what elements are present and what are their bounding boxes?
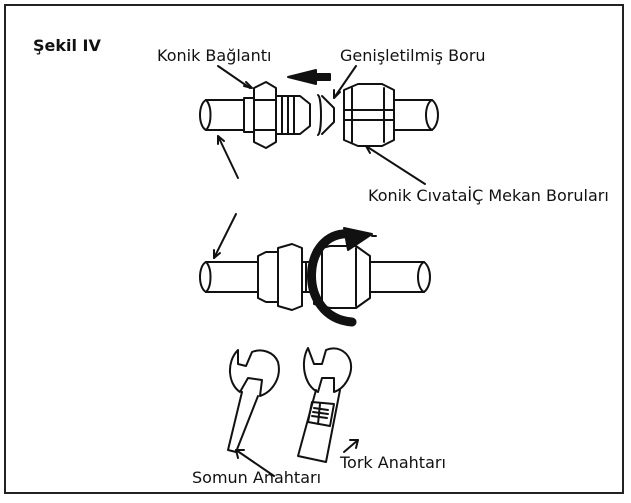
leader-nut-wrench bbox=[235, 449, 275, 477]
leader-pipe-middle bbox=[213, 213, 237, 259]
assembled-union bbox=[257, 243, 315, 311]
label-nut-wrench: Somun Anahtarı bbox=[192, 468, 322, 487]
leader-flare-nut bbox=[365, 145, 426, 185]
right-pipe-middle bbox=[369, 261, 431, 293]
label-flare-connection: Konik Bağlantı bbox=[157, 46, 272, 65]
leader-pipe-top bbox=[217, 135, 239, 179]
rotation-arrow bbox=[307, 227, 373, 327]
label-expanded-pipe: Genişletilmiş Boru bbox=[340, 46, 486, 65]
flare-nut bbox=[343, 83, 395, 147]
direction-arrow bbox=[287, 69, 331, 85]
leader-expanded-pipe bbox=[333, 65, 357, 99]
right-pipe-top bbox=[393, 99, 439, 131]
label-flare-nut-pipes: Konik CıvataİÇ Mekan Boruları bbox=[368, 186, 609, 205]
left-pipe-middle bbox=[199, 261, 259, 293]
flare-union-fitting bbox=[243, 81, 311, 149]
expanded-pipe-flare bbox=[317, 94, 335, 136]
label-torque-wrench: Tork Anahtarı bbox=[340, 453, 446, 472]
left-pipe-top bbox=[199, 99, 245, 131]
leader-flare-connection bbox=[217, 65, 251, 89]
nut-wrench bbox=[227, 349, 280, 453]
assembled-flare-nut bbox=[313, 245, 371, 309]
torque-wrench bbox=[297, 347, 352, 463]
leader-torque-wrench bbox=[343, 439, 359, 453]
figure-title: Şekil IV bbox=[33, 36, 101, 55]
